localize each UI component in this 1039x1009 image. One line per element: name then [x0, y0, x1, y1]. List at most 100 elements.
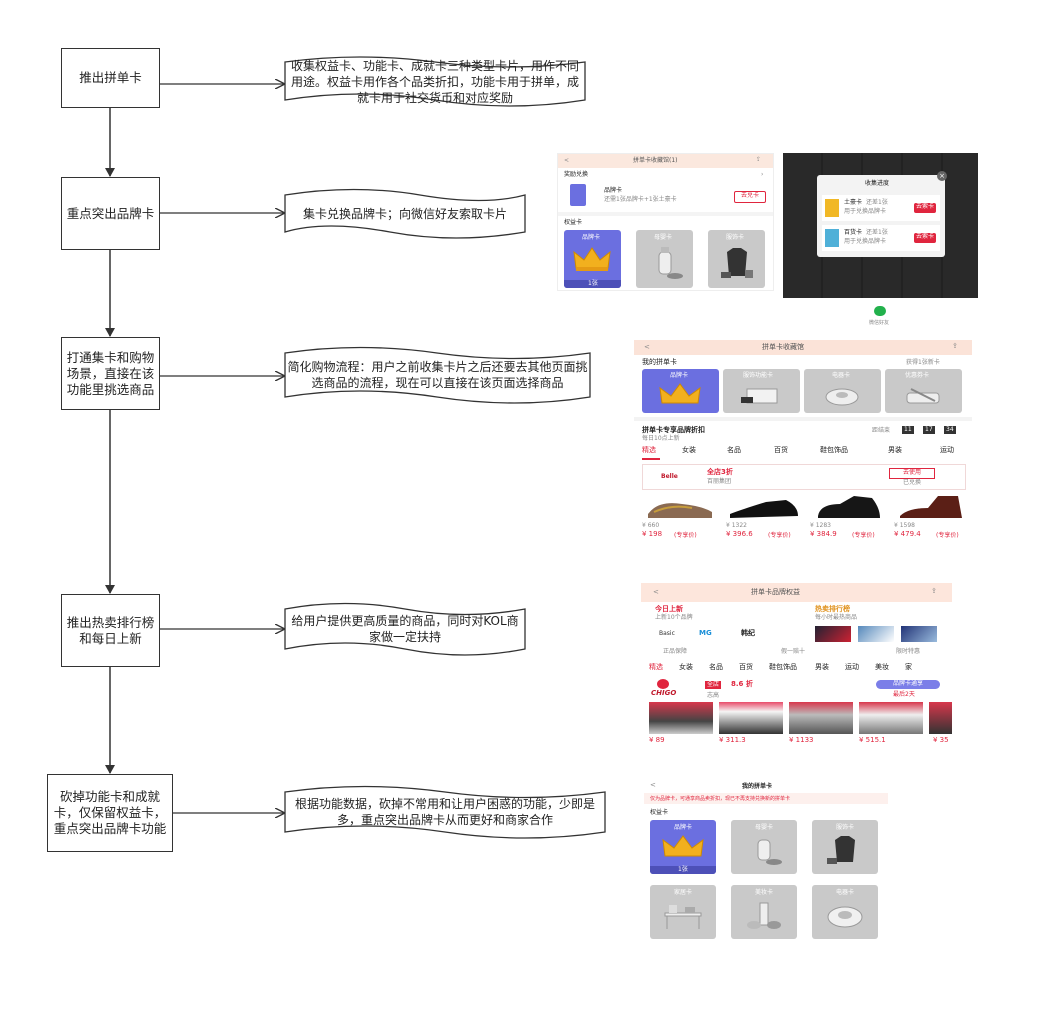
hot-ranking-title[interactable]: 热卖排行榜 [815, 605, 850, 613]
new-arrivals-sub: 上新10个品牌 [655, 614, 693, 621]
step-box-5: 砍掉功能卡和成就卡，仅保留权益卡，重点突出品牌卡功能 [47, 774, 173, 852]
product-thumb-1[interactable] [649, 702, 713, 734]
screenshot-collection-hall: < 拼单卡收藏馆(1) ⇪ 奖励兑换 › 品牌卡 还需1张品牌卡+1张土豪卡 去… [557, 153, 774, 291]
countdown-hours: 11 [902, 426, 914, 434]
tab-shoes-bags[interactable]: 鞋包饰品 [769, 663, 797, 671]
brand-card-pill[interactable]: 品牌卡通享 [876, 680, 940, 689]
card-label: 电器卡 [836, 889, 855, 896]
tab-general[interactable]: 百货 [739, 663, 753, 671]
tab-women[interactable]: 女装 [682, 446, 696, 454]
rights-card-beauty[interactable]: 美妆卡 [731, 885, 797, 939]
tab-men[interactable]: 男装 [888, 446, 902, 454]
guarantee-authentic: 正品保障 [663, 648, 688, 655]
my-cards-title: 我的拼单卡 [642, 358, 677, 366]
tab-sports[interactable]: 运动 [940, 446, 954, 454]
tab-beauty[interactable]: 美妆 [875, 663, 889, 671]
tab-men[interactable]: 男装 [815, 663, 829, 671]
crown-icon [573, 247, 611, 271]
new-arrivals-title[interactable]: 今日上新 [655, 605, 683, 613]
rights-card-baby[interactable]: 母婴卡 [636, 230, 693, 288]
exchange-button[interactable]: 去兑卡 [734, 191, 766, 203]
product-price: ¥ 479.4 [894, 530, 921, 538]
nav-bar [558, 154, 773, 168]
row-sub: 还差1张 [866, 199, 888, 206]
product-orig-price: ¥ 1322 [726, 522, 747, 529]
note2-shape [284, 188, 526, 239]
my-card-clothing[interactable]: 服饰功能卡 [723, 369, 800, 413]
tab-luxury[interactable]: 名品 [727, 446, 741, 454]
my-card-appliance[interactable]: 电器卡 [804, 369, 881, 413]
exchange-button-label: 去兑卡 [740, 192, 759, 199]
brand-name: CHIGO [651, 689, 677, 697]
row-desc: 用于兑换品牌卡 [844, 238, 887, 245]
rights-card-clothing[interactable]: 服饰卡 [812, 820, 878, 874]
share-icon[interactable]: ⇪ [756, 156, 762, 163]
page-title: 拼单卡收藏馆(1) [633, 157, 678, 164]
share-icon[interactable]: ⇪ [931, 587, 937, 595]
share-icon[interactable]: ⇪ [952, 342, 958, 350]
card-footer [564, 280, 621, 288]
collect-link[interactable]: 获得1张新卡 [906, 359, 940, 366]
rights-card-appliance[interactable]: 电器卡 [812, 885, 878, 939]
request-card-button[interactable]: 去索卡 [914, 203, 936, 213]
step-label: 打通集卡和购物场景，直接在该功能里挑选商品 [66, 349, 155, 397]
product-thumb-2[interactable] [719, 702, 783, 734]
step-label: 重点突出品牌卡 [66, 205, 155, 221]
brand-card-title: 品牌卡 [604, 187, 623, 194]
brand-row: Belle 全店3折 百丽集团 去使用 已兑换 [642, 464, 966, 490]
rights-card-brand[interactable]: 品牌卡 1张 [650, 820, 716, 874]
card-label: 服饰卡 [836, 824, 855, 831]
step-label: 推出热卖排行榜和每日上新 [66, 614, 155, 646]
tab-home[interactable]: 家 [905, 663, 912, 671]
back-icon[interactable]: < [650, 781, 656, 789]
use-sub: 已兑换 [903, 479, 922, 486]
product-coupon: (专享价) [936, 532, 959, 539]
note-5: 根据功能数据，砍掉不常用和让用户困惑的功能，少即是多，重点突出品牌卡从而更好和商… [294, 797, 595, 827]
guarantee-fake-refund: 假一赔十 [781, 648, 806, 655]
card-label: 美妆卡 [755, 889, 774, 896]
back-icon[interactable]: < [564, 157, 570, 164]
request-card-button[interactable]: 去索卡 [914, 233, 936, 243]
guarantee-limited-deal: 限时特惠 [896, 648, 921, 655]
product-price: ¥ 198 [642, 530, 663, 538]
product-thumb-4[interactable] [859, 702, 923, 734]
back-icon[interactable]: < [644, 343, 650, 351]
crown-icon [659, 383, 701, 404]
tab-sports[interactable]: 运动 [845, 663, 859, 671]
tab-featured[interactable]: 精选 [642, 446, 656, 454]
tab-general[interactable]: 百货 [774, 446, 788, 454]
tab-women[interactable]: 女装 [679, 663, 693, 671]
shelf-icon [664, 905, 702, 929]
cosmetics-icon [747, 902, 781, 929]
row-desc: 用于兑换品牌卡 [844, 208, 887, 215]
my-card-coupon[interactable]: 优惠券卡 [885, 369, 962, 413]
rights-card-home[interactable]: 家居卡 [650, 885, 716, 939]
product-coupon: (专享价) [674, 532, 697, 539]
wechat-icon[interactable] [874, 306, 886, 316]
my-card-brand[interactable]: 品牌卡 [642, 369, 719, 413]
tab-luxury[interactable]: 名品 [709, 663, 723, 671]
screenshot-brand-rights: < 拼单卡品牌权益 ⇪ 今日上新 上新10个品牌 热卖排行榜 每小时最热商品 B… [641, 583, 952, 749]
use-button[interactable]: 去使用 [889, 468, 935, 479]
share-label: 微信好友 [869, 320, 890, 326]
notice-bar [644, 793, 888, 804]
product-price: ¥ 311.3 [719, 736, 746, 744]
card-label: 母婴卡 [755, 824, 774, 831]
tab-underline [642, 458, 660, 460]
section-sub: 每日10点上新 [642, 435, 680, 442]
back-icon[interactable]: < [653, 588, 659, 596]
close-icon[interactable]: × [937, 171, 947, 181]
tab-featured[interactable]: 精选 [649, 663, 663, 671]
product-thumb-5[interactable] [929, 702, 952, 734]
rights-card-clothing[interactable]: 服饰卡 [708, 230, 765, 288]
product-thumb-3[interactable] [789, 702, 853, 734]
tab-shoes-bags[interactable]: 鞋包饰品 [820, 446, 848, 454]
hot-thumb-3 [901, 626, 937, 642]
brand-card-thumb [570, 184, 586, 206]
screenshot-my-cards: < 我的拼单卡 仅为品牌卡，可通享商品卖折扣，现已不再支持兑换新的拼单卡 权益卡… [644, 779, 888, 947]
rights-card-brand[interactable]: 品牌卡 1张 [564, 230, 621, 288]
store-badge: 全店 [705, 681, 722, 689]
step-label: 砍掉功能卡和成就卡，仅保留权益卡，重点突出品牌卡功能 [53, 789, 167, 836]
rights-card-baby[interactable]: 母婴卡 [731, 820, 797, 874]
